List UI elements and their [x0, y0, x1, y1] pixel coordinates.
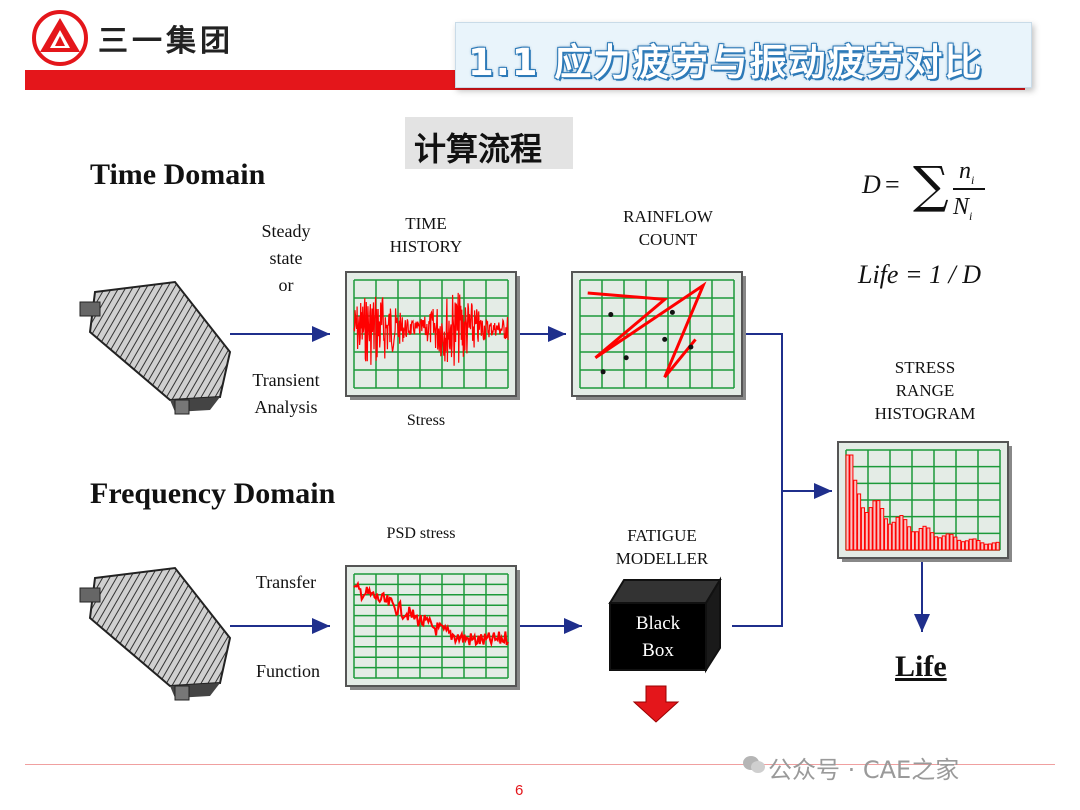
process-label: 计算流程 [414, 130, 543, 168]
transient-analysis-label: Transient Analysis [252, 370, 320, 417]
time-history-panel [345, 271, 520, 400]
component-model-frequency-icon [79, 566, 232, 701]
process-label-box [405, 117, 573, 169]
function-label: Function [255, 661, 320, 681]
page-number: 6 [515, 782, 524, 799]
stress-range-histogram-label: STRESS RANGE HISTOGRAM [874, 358, 976, 423]
histogram-panel [837, 441, 1012, 562]
time-history-signal [353, 292, 509, 366]
life-formula: Life = 1 / D [858, 260, 981, 289]
black-box-cube [608, 576, 722, 674]
psd-signal [353, 580, 509, 648]
damage-formula: D = ∑ ni Ni [855, 156, 995, 238]
rainflow-signal [587, 281, 707, 379]
wechat-icon [743, 756, 765, 773]
connector-line [732, 333, 783, 627]
sany-logo-icon [32, 10, 88, 66]
frequency-domain-heading: Frequency Domain [90, 477, 336, 510]
rainflow-panel [571, 271, 746, 400]
footer-line [25, 764, 1055, 765]
component-model-time-icon [79, 280, 232, 415]
time-history-label: TIME HISTORY [389, 214, 463, 256]
black-box-label: Black Box [635, 613, 681, 661]
life-label: Life [895, 650, 947, 683]
transfer-label: Transfer [255, 572, 317, 592]
fatigue-modeller-label: FATIGUE MODELLER [615, 526, 709, 568]
title-panel [455, 22, 1032, 88]
time-domain-heading: Time Domain [90, 158, 266, 191]
rainflow-count-label: RAINFLOW COUNT [623, 207, 713, 249]
steady-state-label: Steady state or [261, 221, 311, 295]
stress-caption: Stress [406, 412, 446, 429]
psd-panel [345, 565, 520, 690]
psd-stress-label: PSD stress [386, 525, 456, 542]
slide-title: 1.1 应力疲劳与振动疲劳对比 [468, 41, 984, 84]
red-down-arrow-icon [632, 685, 680, 723]
company-name: 三一集团 [98, 24, 234, 59]
watermark: 公众号 · CAE之家 [768, 756, 960, 784]
